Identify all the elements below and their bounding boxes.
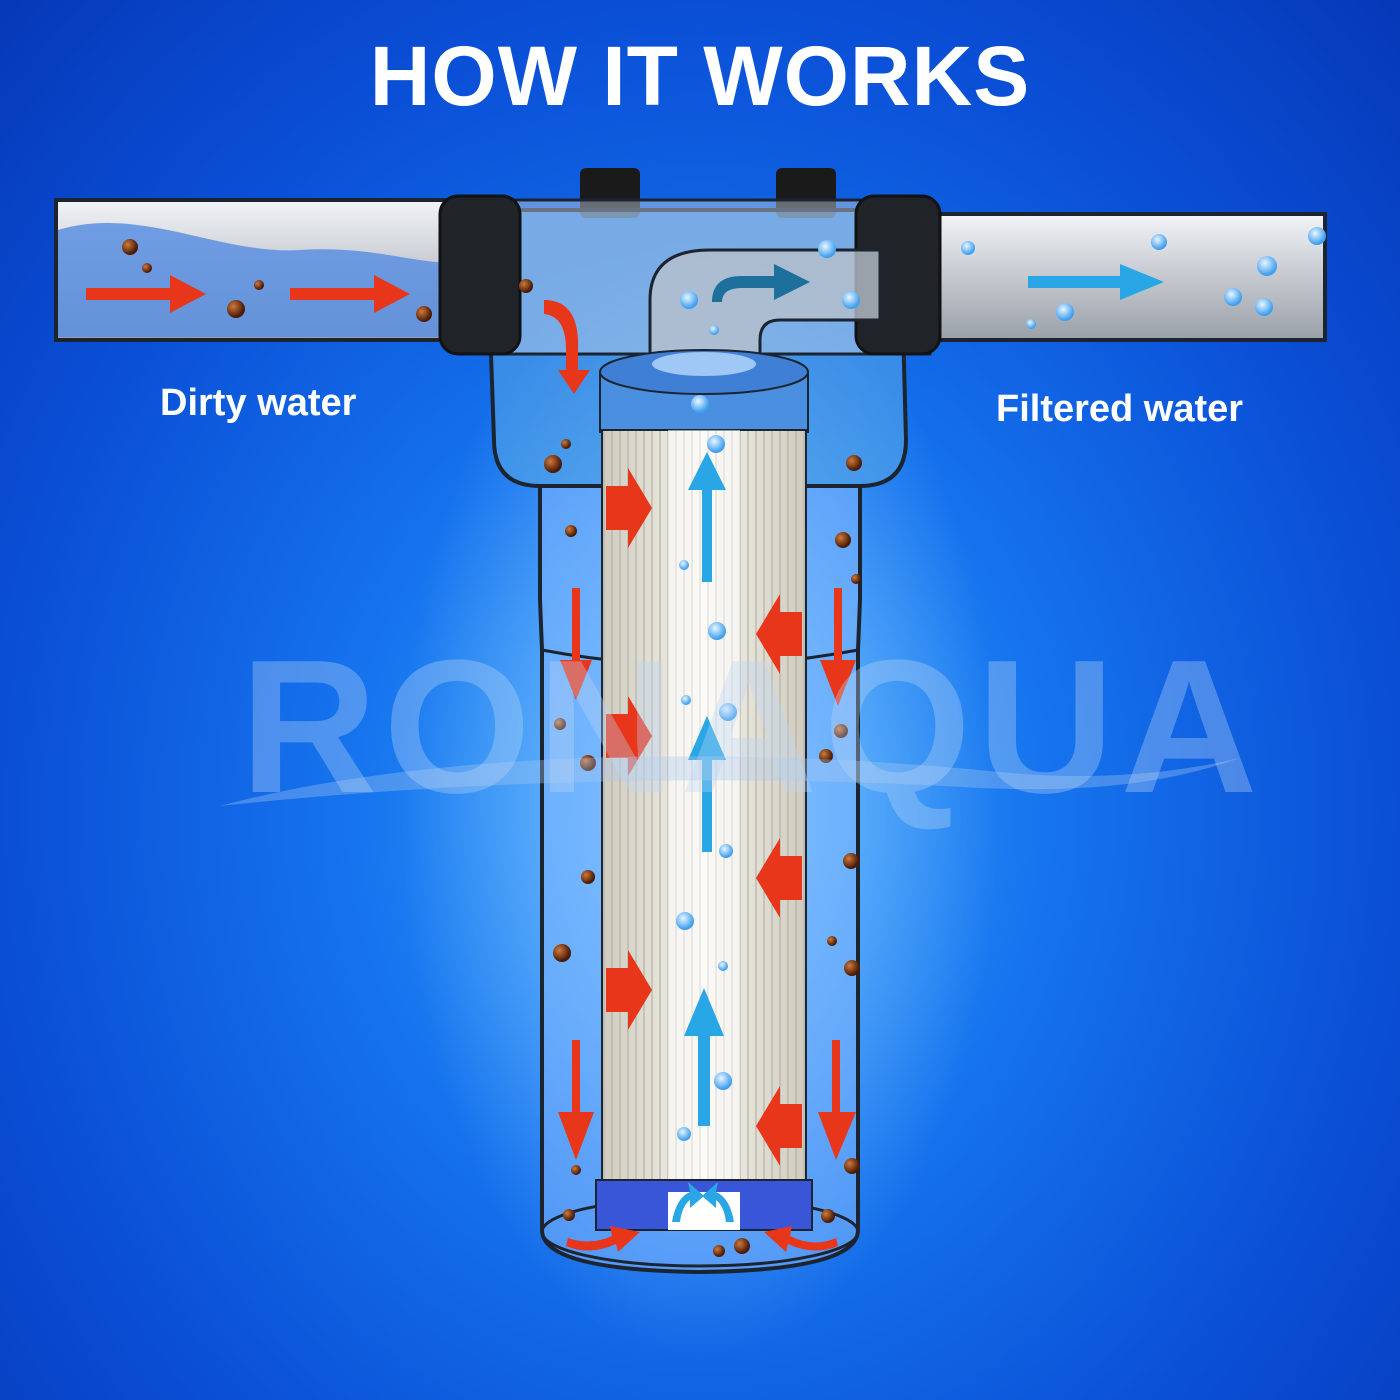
inlet-pipe xyxy=(54,198,478,342)
in-arrow-r1 xyxy=(756,594,802,674)
brand-watermark: RONAQUA xyxy=(240,621,1264,833)
bottom-up-arrow-r xyxy=(702,1182,734,1222)
sediment-particles xyxy=(122,239,862,1257)
down-arrow-r2 xyxy=(818,1040,856,1160)
in-arrow-2 xyxy=(606,696,652,776)
in-arrow-1 xyxy=(606,468,652,548)
up-arrow-3 xyxy=(684,988,724,1126)
up-arrow-1 xyxy=(688,452,726,582)
outlet-arrow xyxy=(1028,264,1164,300)
dirty-flow-arrows xyxy=(86,275,856,1252)
inlet-arrow-1 xyxy=(86,275,206,313)
cap-turn-arrow xyxy=(712,264,810,302)
filtered-water-label: Filtered water xyxy=(996,388,1244,430)
inlet-arrow-2 xyxy=(290,275,410,313)
water-bubbles xyxy=(676,227,1326,1141)
down-arrow-l1 xyxy=(560,588,592,700)
diagram-title: HOW IT WORKS xyxy=(369,29,1031,123)
in-arrow-3 xyxy=(606,950,652,1030)
dirty-water-label: Dirty water xyxy=(160,382,357,424)
down-arrow-r1 xyxy=(820,588,856,706)
bottom-arrow-r xyxy=(764,1226,838,1252)
bottom-up-arrow-l xyxy=(672,1182,704,1222)
bottom-arrow-l xyxy=(566,1226,640,1252)
down-arrow-l2 xyxy=(558,1040,594,1160)
in-arrow-r3 xyxy=(756,1086,802,1166)
clean-flow-arrows xyxy=(672,264,1164,1222)
up-arrow-2 xyxy=(688,716,726,852)
in-arrow-r2 xyxy=(756,838,802,918)
cap-down-arrow xyxy=(544,300,590,394)
watermark-wave xyxy=(220,756,1240,806)
